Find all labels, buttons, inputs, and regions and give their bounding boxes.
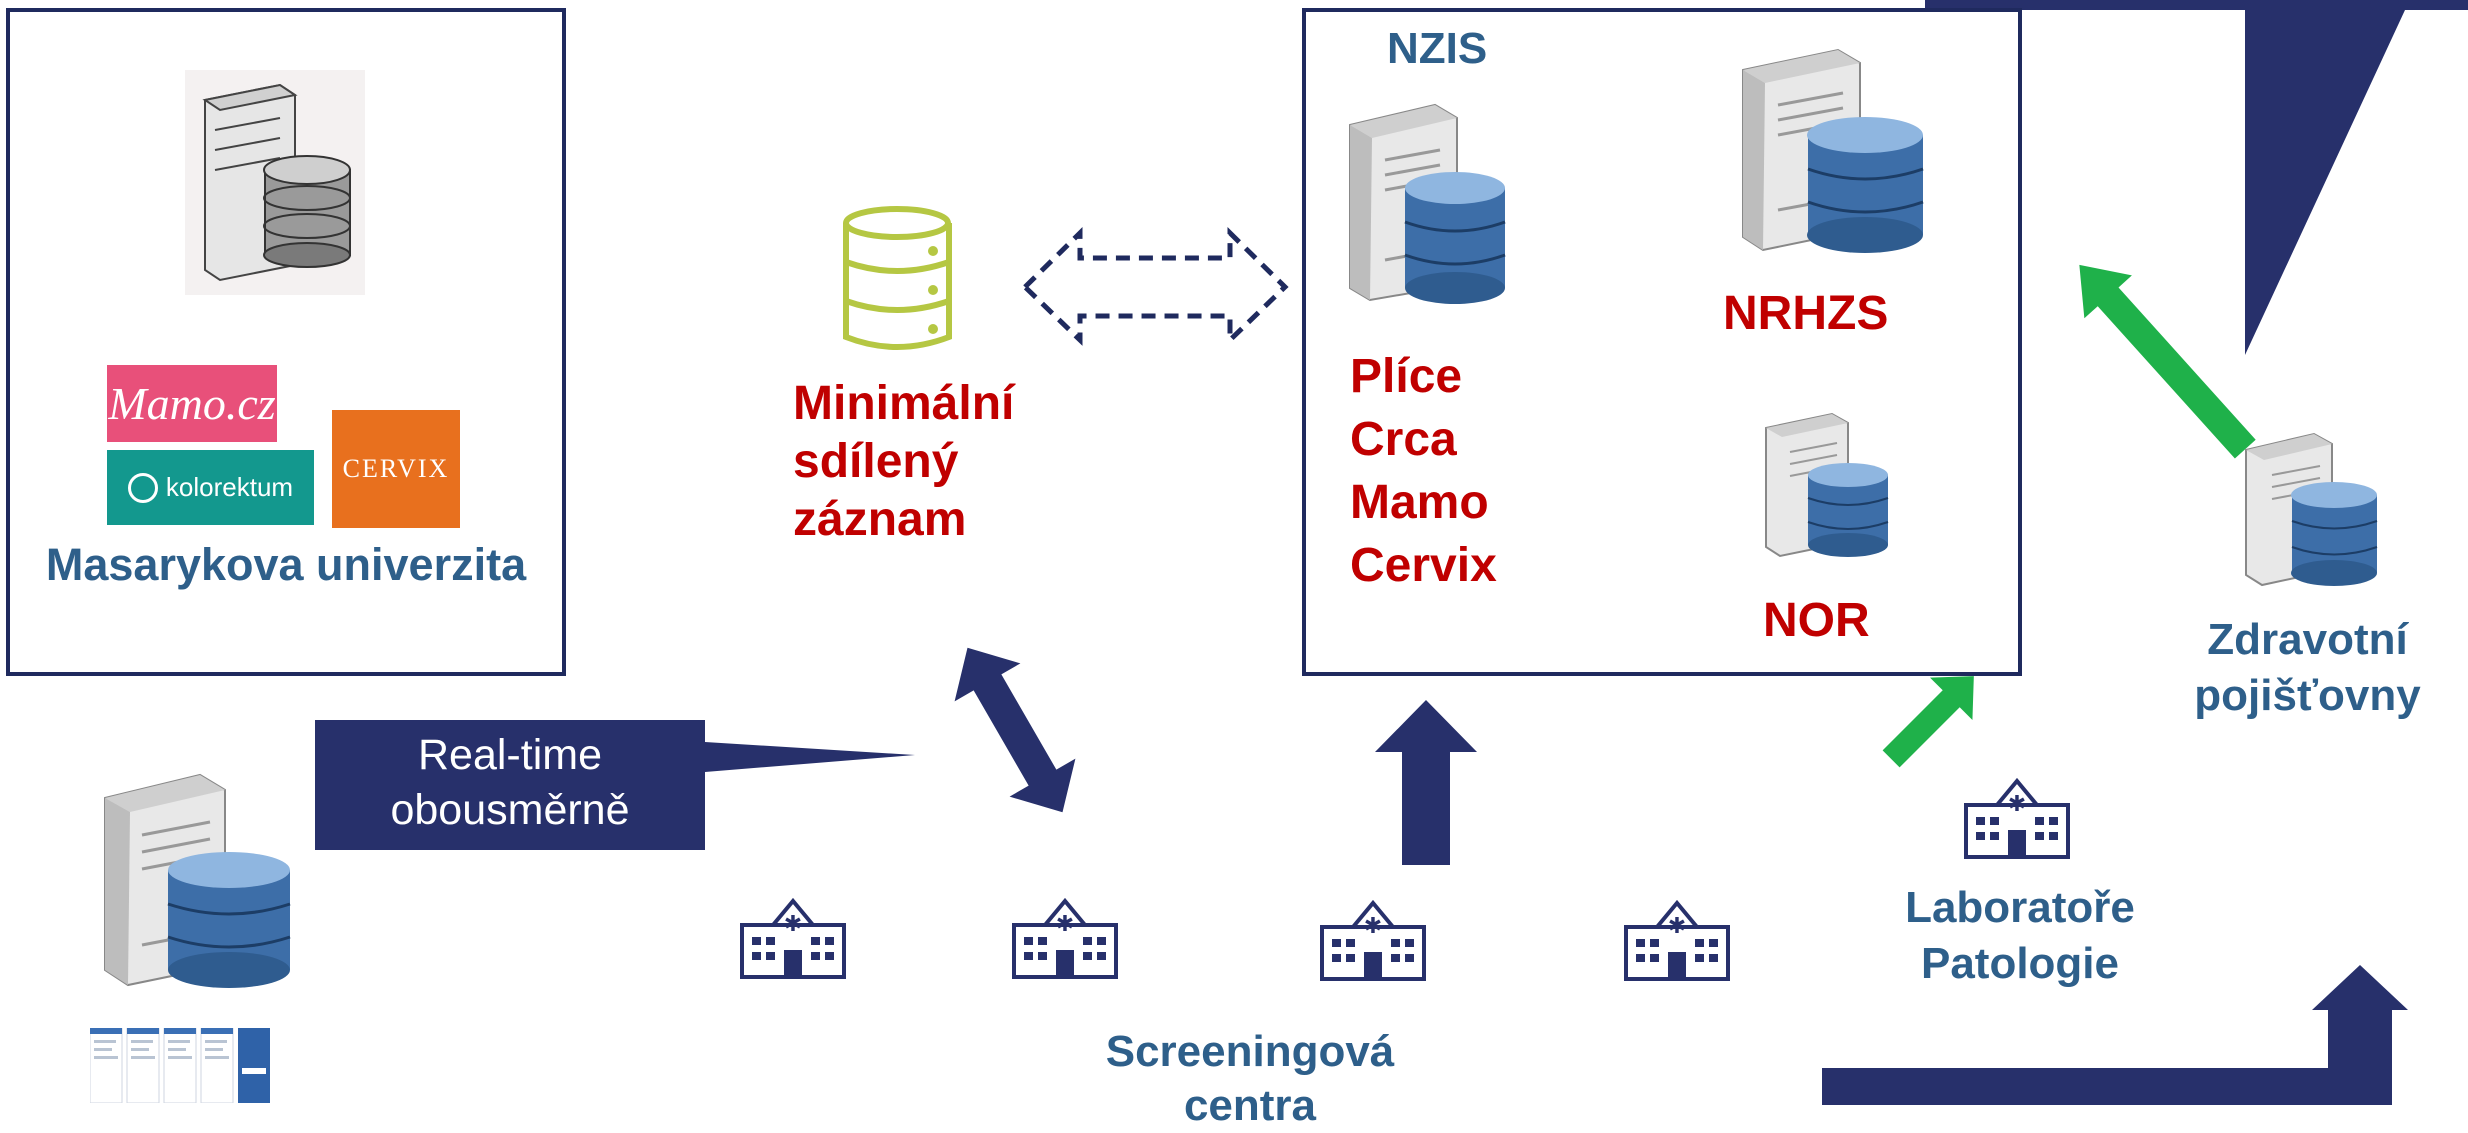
nor-server-database-icon <box>1765 412 1889 558</box>
insurers-server-database-icon <box>2245 432 2378 587</box>
hospital-icon: ✱ <box>740 897 846 979</box>
cervix-logo-text: CERVIX <box>342 454 450 483</box>
insurers-line-2: pojišťovny <box>2194 671 2421 720</box>
hospital-icon: ✱ <box>1624 899 1730 981</box>
hospital-icon: ✱ <box>1012 897 1118 979</box>
kolorektum-circle-icon <box>127 472 158 503</box>
realtime-line-2: obousměrně <box>390 786 630 834</box>
svg-text:✱: ✱ <box>1364 914 1382 939</box>
university-box <box>6 8 566 676</box>
screening-line-2: centra <box>1183 1081 1317 1130</box>
bottom-right-elbow-arrow <box>1822 965 2408 1105</box>
client-server-database-icon <box>104 773 291 988</box>
register-crca: Crca <box>1350 413 1457 466</box>
app-screenshots-thumbnail <box>90 1028 270 1103</box>
laboratories-label: Laboratoře Patologie <box>1860 880 2180 992</box>
minimal-record-line-2: sdílený <box>793 435 959 488</box>
svg-text:✱: ✱ <box>2008 792 2026 817</box>
nrhzs-server-database-icon <box>1742 48 1924 253</box>
register-plice: Plíce <box>1350 350 1463 403</box>
top-right-wedge <box>1925 0 2468 355</box>
insurers-line-1: Zdravotní <box>2207 615 2408 664</box>
database-icon <box>843 206 952 350</box>
register-cervix: Cervix <box>1350 539 1497 592</box>
sketch-server-database-icon <box>185 70 365 295</box>
kolorektum-logo-text: kolorektum <box>165 472 294 502</box>
register-mamo: Mamo <box>1350 476 1489 529</box>
nrhzs-label: NRHZS <box>1723 287 1889 340</box>
insurers-label: Zdravotní pojišťovny <box>2170 612 2445 724</box>
minimal-record-label: Minimální sdílený záznam <box>793 375 1014 549</box>
nzis-server-database-icon <box>1349 103 1506 304</box>
svg-text:✱: ✱ <box>784 912 802 937</box>
realtime-callout-shape <box>315 720 915 850</box>
nzis-title: NZIS <box>1387 24 1488 73</box>
green-arrow-insurers <box>2079 264 2256 459</box>
minimal-record-line-3: záznam <box>793 493 967 546</box>
nzis-box <box>1302 8 2022 676</box>
mamo-logo-text: Mamo.cz <box>108 378 276 429</box>
realtime-line-1: Real-time <box>418 731 602 779</box>
laboratories-line-1: Laboratoře <box>1905 883 2135 932</box>
register-list: Plíce Crca Mamo Cervix <box>1350 345 1497 597</box>
university-label: Masarykova univerzita <box>45 539 527 590</box>
mamo-logo: Mamo.cz <box>107 365 277 442</box>
hospital-icon: ✱ <box>1964 777 2070 859</box>
dashed-exchange-arrow <box>1021 227 1289 346</box>
green-arrow-labs <box>1882 676 1974 768</box>
screening-line-1: Screeningová <box>1105 1027 1395 1076</box>
kolorektum-logo: kolorektum <box>107 450 314 525</box>
hospital-icon: ✱ <box>1320 899 1426 981</box>
laboratories-line-2: Patologie <box>1920 939 2120 988</box>
realtime-callout-text: Real-time obousměrně <box>315 728 705 838</box>
svg-text:✱: ✱ <box>1668 914 1686 939</box>
svg-text:✱: ✱ <box>1056 912 1074 937</box>
up-arrow-to-nzis <box>1375 700 1477 865</box>
cervix-logo: CERVIX <box>332 410 460 528</box>
nor-label: NOR <box>1763 594 1870 647</box>
minimal-record-line-1: Minimální <box>793 377 1015 430</box>
bidirectional-arrow-icon <box>954 647 1076 813</box>
screening-centers-label: Screeningová centra <box>1050 1025 1450 1133</box>
